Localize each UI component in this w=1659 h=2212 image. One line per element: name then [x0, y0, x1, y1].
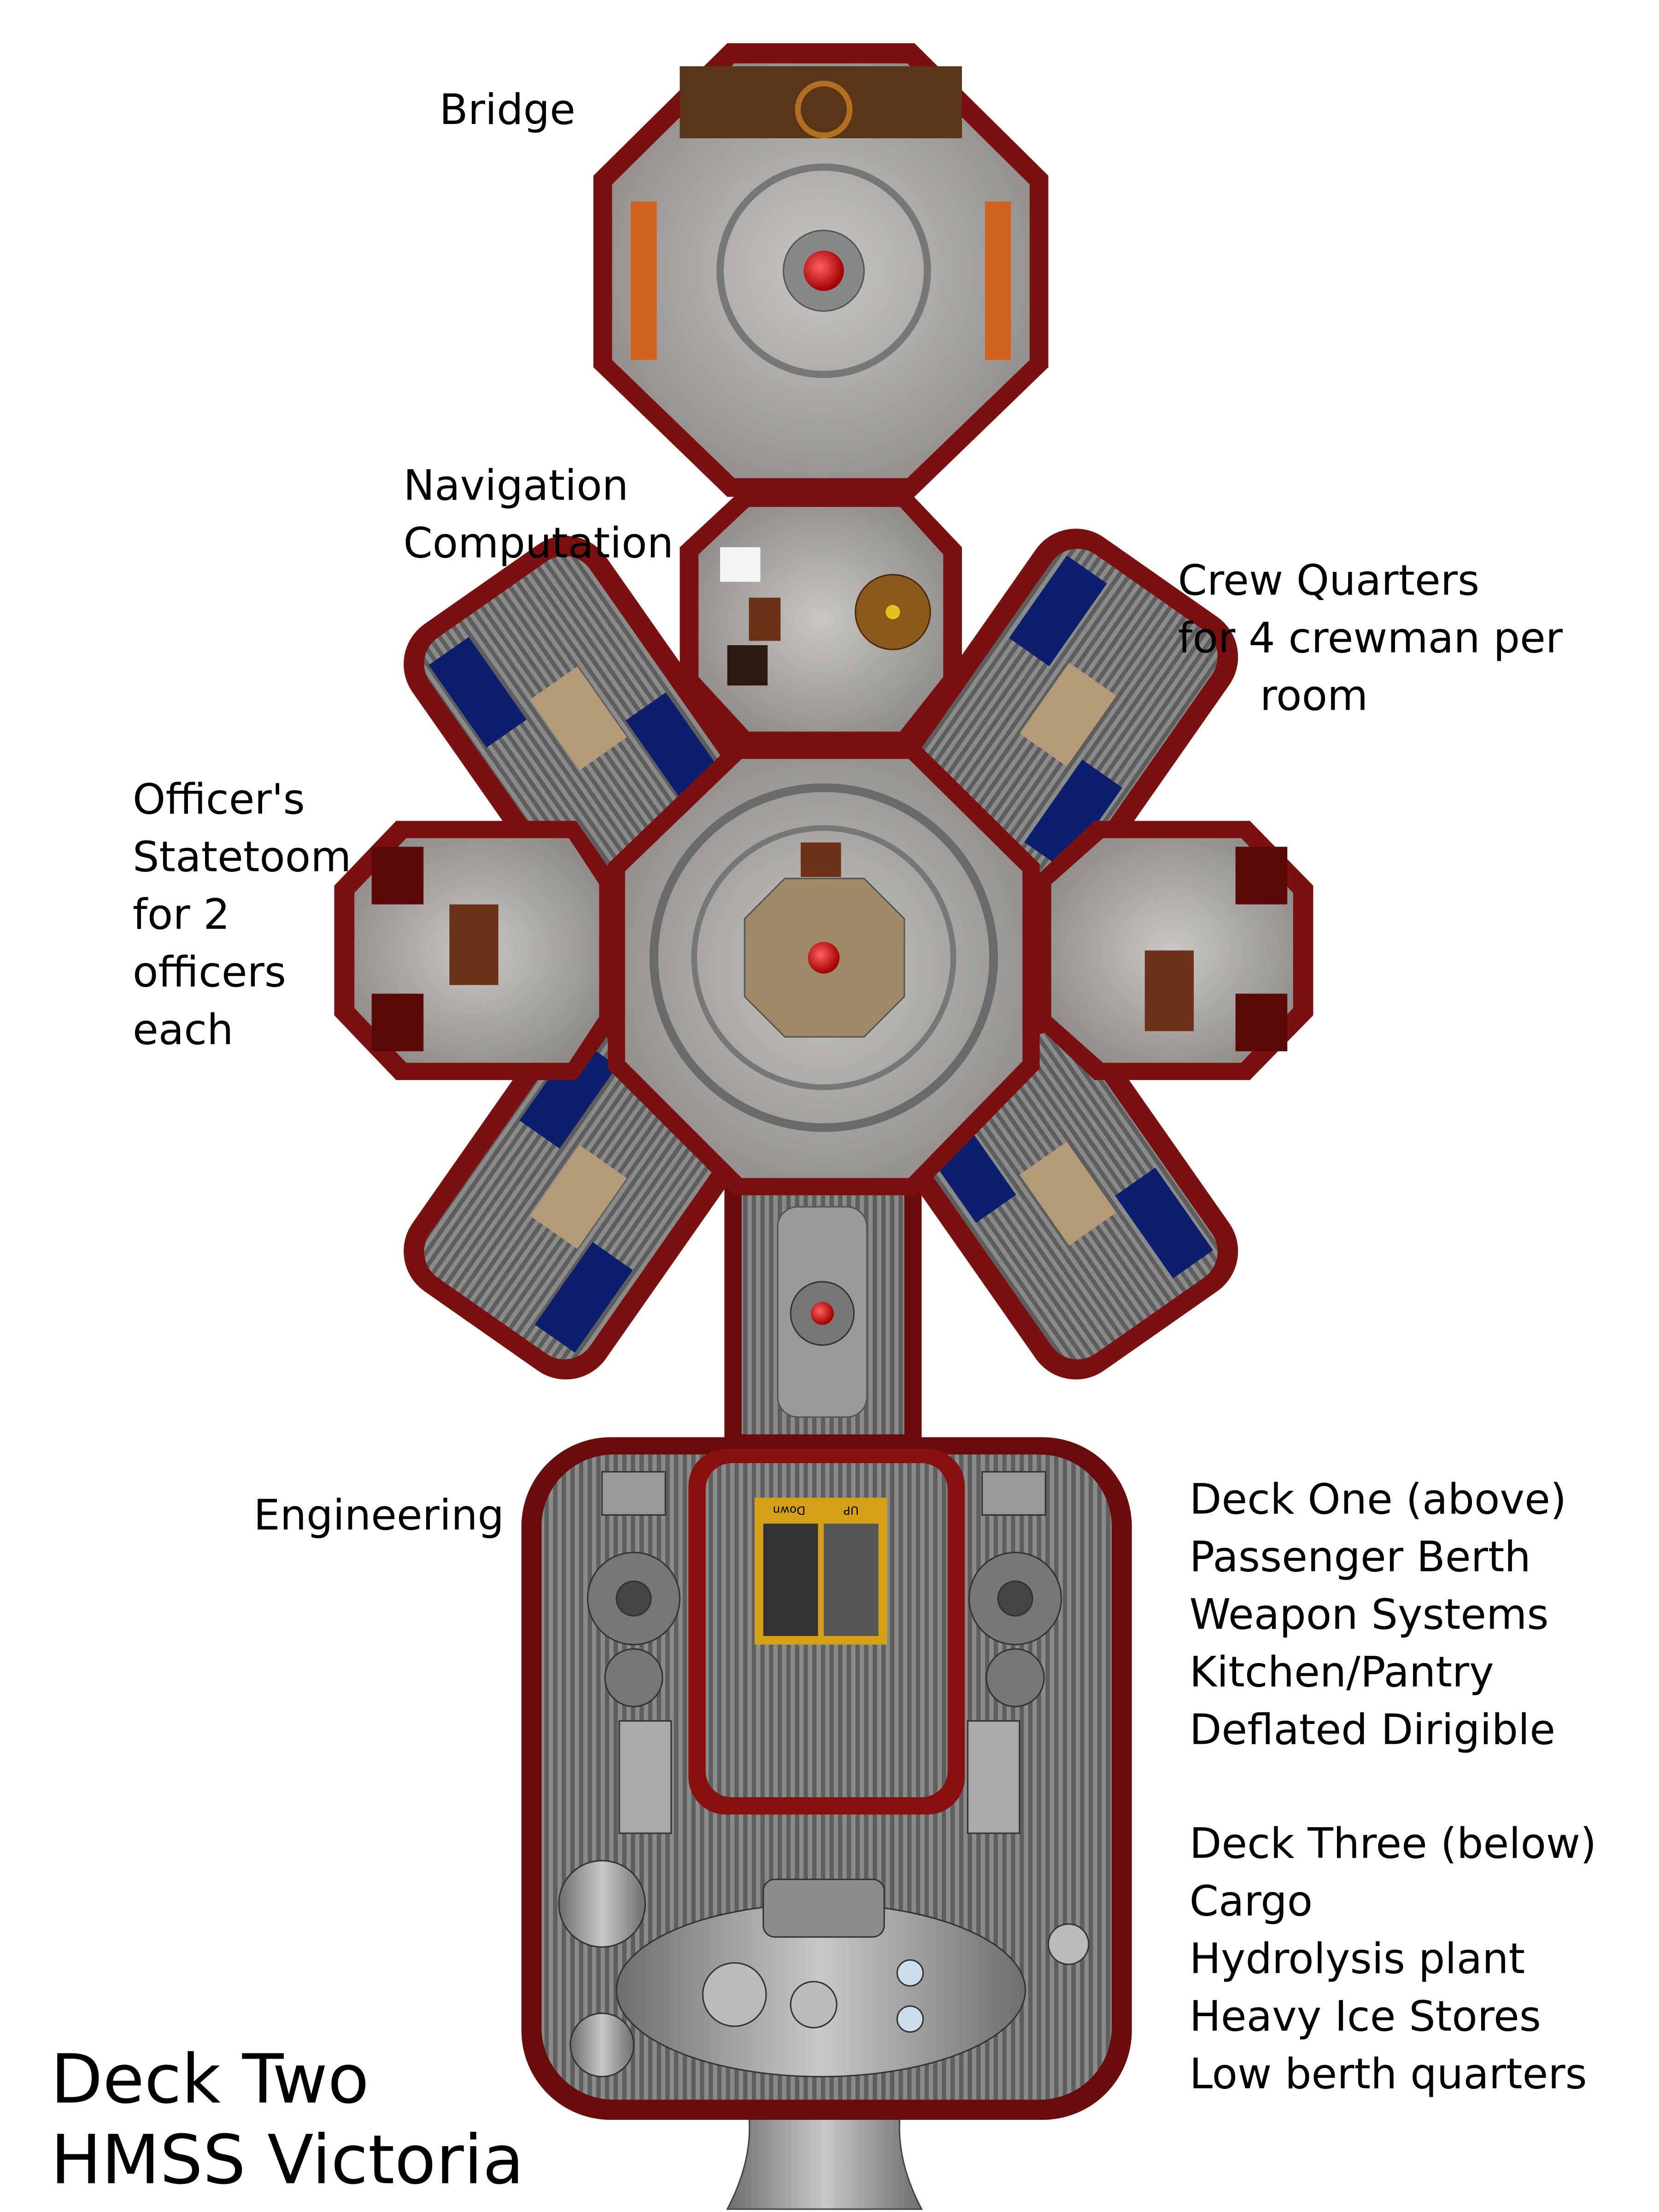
label-crew-quarters: Crew Quarters — [1178, 557, 1479, 605]
central-beacon — [808, 941, 840, 974]
label-officers-3: for 2 — [133, 891, 230, 939]
engineering-room: Down UP — [521, 1437, 1132, 2120]
deck-one-item: Kitchen/Pantry — [1190, 1648, 1494, 1696]
deck-one-item: Weapon Systems — [1190, 1590, 1549, 1639]
bridge-beacon — [803, 250, 844, 291]
hydrolysis-tank — [558, 1859, 1090, 2077]
label-officers-4: officers — [133, 948, 286, 997]
deck-one-heading: Deck One (above) — [1190, 1475, 1566, 1524]
label-navigation: Navigation — [404, 461, 629, 510]
deck-three-item: Cargo — [1190, 1877, 1313, 1925]
stairs-up-label: UP — [844, 1504, 859, 1517]
label-officers-1: Officer's — [133, 776, 305, 824]
label-computation: Computation — [404, 519, 674, 567]
central-hall — [608, 741, 1040, 1195]
deck-three-item: Heavy Ice Stores — [1190, 1992, 1541, 2041]
deck-one-item: Passenger Berth — [1190, 1533, 1531, 1581]
officer-staterooms — [334, 821, 1313, 1080]
label-crew-quarters-2: for 4 crewman per — [1178, 614, 1563, 663]
label-bridge: Bridge — [440, 86, 575, 134]
gear-machinery-right — [967, 1471, 1062, 1834]
bridge-room — [593, 43, 1049, 497]
thruster-nozzle — [726, 2113, 923, 2210]
deck-one-item: Deflated Dirigible — [1190, 1706, 1555, 1754]
label-officers-2: Statetoom — [133, 833, 352, 882]
stairs-down-label: Down — [773, 1504, 806, 1517]
deck-three-heading: Deck Three (below) — [1190, 1819, 1597, 1868]
label-officers-5: each — [133, 1006, 234, 1054]
navigation-room — [680, 489, 962, 749]
gear-machinery-left — [586, 1471, 681, 1834]
staircase[interactable]: Down UP — [755, 1498, 887, 1645]
deck-three-item: Hydrolysis plant — [1190, 1935, 1525, 1983]
map-title: Deck Two — [51, 2040, 369, 2119]
label-crew-quarters-3: room — [1260, 672, 1368, 720]
corridor — [724, 1178, 922, 1443]
label-engineering: Engineering — [254, 1491, 504, 1540]
deck-three-item: Low berth quarters — [1190, 2050, 1587, 2098]
map-subtitle: HMSS Victoria — [51, 2121, 524, 2200]
